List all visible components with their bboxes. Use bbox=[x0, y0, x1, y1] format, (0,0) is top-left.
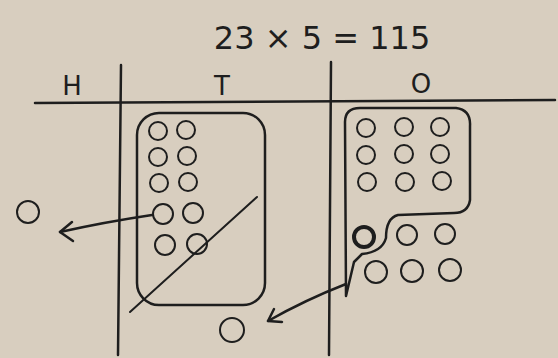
column-divider bbox=[118, 65, 121, 355]
equation-title: 23 × 5 = 115 bbox=[214, 22, 430, 54]
column-heading: T bbox=[214, 73, 230, 99]
column-divider bbox=[329, 62, 331, 355]
tens-counter bbox=[220, 318, 244, 342]
column-heading: H bbox=[62, 73, 82, 99]
header-line bbox=[35, 100, 555, 103]
column-heading: O bbox=[411, 71, 431, 97]
ones-group bbox=[345, 108, 470, 296]
exchange-arrow bbox=[60, 215, 152, 232]
exchange-arrow bbox=[268, 284, 346, 321]
arrow-head bbox=[60, 222, 73, 241]
arrow-head bbox=[268, 309, 282, 322]
tens-group bbox=[137, 113, 265, 305]
tens-counters bbox=[149, 121, 207, 255]
ones-counters bbox=[354, 118, 461, 283]
hundreds-counter bbox=[17, 201, 39, 223]
